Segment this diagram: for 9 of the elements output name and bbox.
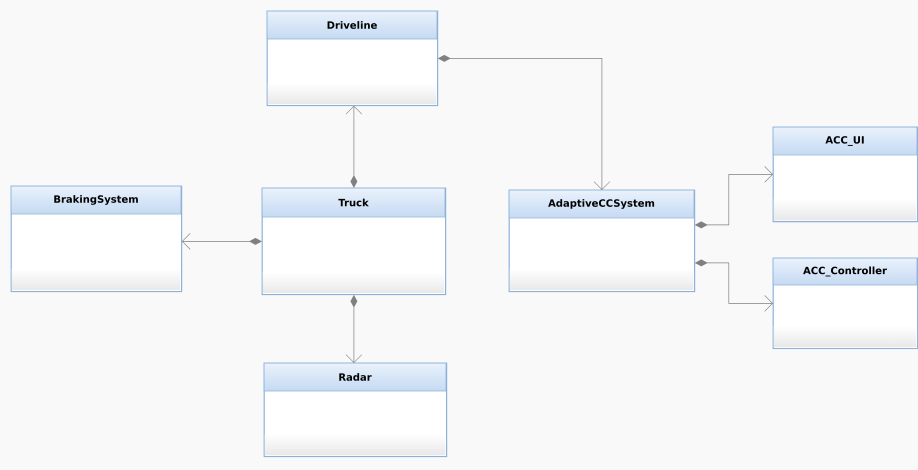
class-name: ACC_UI [825, 136, 864, 146]
composition-arrow [346, 106, 362, 188]
class-name: Radar [339, 373, 372, 381]
class-name: AdaptiveCCSystem [548, 199, 654, 209]
class-name: BrakingSystem [54, 195, 138, 205]
class-name: Truck [338, 198, 369, 206]
composition-arrow [182, 233, 262, 250]
class-name: Driveline [328, 21, 377, 29]
class-name: ACC_Controller [803, 266, 887, 276]
